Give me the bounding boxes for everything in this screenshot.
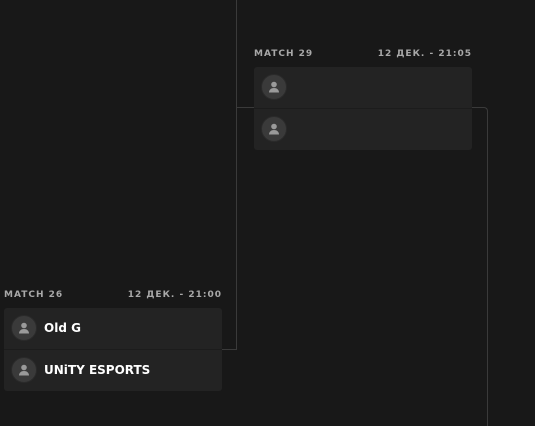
user-placeholder-icon bbox=[11, 357, 37, 383]
slot-divider bbox=[254, 108, 472, 109]
slot-divider bbox=[4, 349, 222, 350]
match-header: MATCH 29 12 ДЕК. - 21:05 bbox=[254, 47, 472, 61]
team-slot-old-g[interactable]: Old G bbox=[4, 308, 222, 348]
team-slot[interactable] bbox=[254, 109, 472, 149]
team-name: UNiTY ESPORTS bbox=[44, 363, 151, 377]
match-datetime: 12 ДЕК. - 21:05 bbox=[377, 49, 472, 59]
match-datetime: 12 ДЕК. - 21:00 bbox=[127, 290, 222, 300]
match-label: MATCH 29 bbox=[254, 49, 314, 59]
match-body bbox=[254, 67, 472, 150]
match-header: MATCH 26 12 ДЕК. - 21:00 bbox=[4, 288, 222, 302]
bracket-connector-line bbox=[236, 0, 237, 349]
user-placeholder-icon bbox=[261, 116, 287, 142]
match-card-26: MATCH 26 12 ДЕК. - 21:00 Old G UNiTY ESP… bbox=[4, 288, 222, 392]
bracket-connector-line bbox=[236, 107, 488, 426]
user-placeholder-icon bbox=[261, 74, 287, 100]
match-card-29: MATCH 29 12 ДЕК. - 21:05 bbox=[254, 47, 472, 151]
bracket-connector-line bbox=[222, 349, 237, 350]
match-body: Old G UNiTY ESPORTS bbox=[4, 308, 222, 391]
match-label: MATCH 26 bbox=[4, 290, 64, 300]
team-slot-unity-esports[interactable]: UNiTY ESPORTS bbox=[4, 350, 222, 390]
team-name: Old G bbox=[44, 321, 81, 335]
team-slot[interactable] bbox=[254, 67, 472, 107]
user-placeholder-icon bbox=[11, 315, 37, 341]
